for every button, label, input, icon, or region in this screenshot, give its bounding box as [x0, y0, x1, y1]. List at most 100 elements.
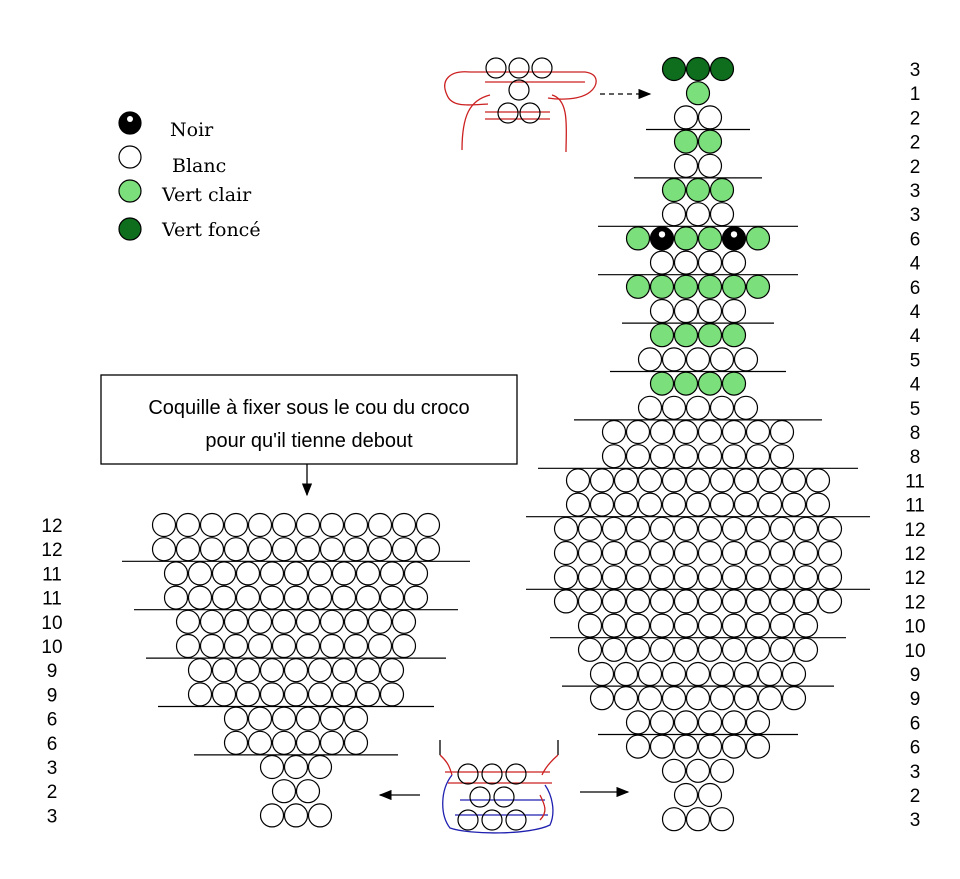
row-count-label: 6	[47, 710, 58, 731]
bead-blanc	[673, 565, 699, 590]
bead-vert-clair	[721, 274, 747, 299]
croco-row	[553, 540, 843, 566]
row-count-label: 9	[910, 665, 921, 686]
bead-blanc	[721, 565, 747, 590]
bead-blanc	[745, 710, 771, 735]
row-count-label: 12	[904, 568, 925, 589]
legend-label-blanc: Blanc	[172, 155, 226, 177]
bead-blanc	[817, 565, 843, 590]
row-count-label: 6	[910, 278, 921, 299]
bead-blanc	[709, 347, 735, 372]
bead-blanc	[805, 492, 831, 517]
shell-row	[259, 754, 333, 780]
bead-blanc	[649, 565, 675, 590]
bead-blanc	[781, 468, 807, 493]
bead-blanc	[319, 706, 345, 731]
legend-item-vert-fonce: Vert foncé	[118, 217, 261, 241]
row-count-label: 3	[910, 810, 921, 831]
bead-blanc	[649, 250, 675, 275]
bead-blanc	[391, 512, 417, 538]
note-line-1: Coquille à fixer sous le cou du croco	[148, 397, 469, 419]
bead-blanc	[769, 589, 795, 614]
bead-blanc	[697, 153, 723, 178]
row-count-label: 2	[910, 157, 921, 178]
bead-vert-fonce	[685, 56, 711, 82]
bead-blanc	[721, 444, 747, 469]
bead-blanc	[577, 637, 603, 662]
bead-blanc	[625, 637, 651, 662]
bead-blanc	[649, 516, 675, 541]
bead-blanc	[721, 298, 747, 324]
bead-blanc	[769, 540, 795, 566]
bead-blanc	[247, 730, 273, 755]
bead-blanc	[271, 512, 297, 538]
bead-blanc	[697, 540, 723, 566]
bead-blanc	[355, 658, 381, 683]
row-count-label: 10	[904, 617, 925, 638]
bead-vert-clair	[673, 323, 699, 348]
bead-blanc	[331, 561, 357, 586]
bead-blanc	[331, 585, 357, 610]
bead-blanc	[295, 730, 321, 755]
bead-blanc	[709, 661, 735, 687]
row-count-label: 2	[910, 133, 921, 154]
bead-blanc	[709, 468, 735, 493]
bead-blanc	[553, 565, 579, 590]
bead-vert-clair	[649, 371, 675, 396]
bead-blanc	[163, 585, 189, 610]
bead-blanc	[721, 589, 747, 614]
bead-blanc	[697, 105, 723, 130]
row-count-label: 4	[910, 326, 921, 347]
bead-blanc	[601, 419, 627, 445]
row-count-label: 1	[910, 84, 921, 105]
bead-vert-fonce	[661, 56, 687, 82]
bead-blanc	[367, 633, 393, 659]
shell-row	[151, 537, 441, 562]
croco-row	[625, 734, 771, 759]
bead-vert-clair	[745, 226, 771, 251]
bead-blanc	[295, 633, 321, 659]
bead-blanc	[343, 537, 369, 562]
bead-blanc	[733, 468, 759, 493]
legend-label-vert-fonce: Vert foncé	[161, 219, 261, 241]
bead-blanc	[553, 589, 579, 614]
bead-blanc	[295, 537, 321, 562]
bead-blanc	[175, 512, 201, 538]
bead-blanc	[601, 589, 627, 614]
bead-blanc	[817, 516, 843, 541]
bead-blanc	[199, 609, 225, 634]
bead-blanc	[259, 658, 285, 683]
bead-blanc	[601, 613, 627, 638]
bead-blanc	[649, 710, 675, 735]
bead-blanc	[601, 565, 627, 590]
bead-blanc	[673, 250, 699, 275]
bead-blanc	[649, 540, 675, 566]
bead-blanc	[151, 537, 177, 562]
bead-blanc	[637, 468, 663, 493]
row-count-label: 8	[910, 423, 921, 444]
bead-blanc	[769, 565, 795, 590]
bead-blanc	[379, 585, 405, 610]
bead-blanc	[403, 561, 429, 586]
bead-eye-highlight	[730, 231, 738, 238]
row-count-label: 9	[910, 689, 921, 710]
bead-blanc	[613, 492, 639, 517]
bead-blanc	[685, 661, 711, 687]
bead-blanc	[733, 492, 759, 517]
bead-blanc	[553, 540, 579, 566]
bead-blanc	[601, 637, 627, 662]
bead-blanc	[577, 589, 603, 614]
croco-row	[637, 347, 759, 372]
bead-blanc	[649, 298, 675, 324]
bead-blanc	[577, 613, 603, 638]
bead-blanc	[769, 637, 795, 662]
bead-blanc	[709, 807, 735, 832]
bead-blanc	[319, 512, 345, 538]
bead-blanc	[673, 419, 699, 445]
legend-label-noir: Noir	[170, 119, 214, 141]
row-count-label: 3	[910, 762, 921, 783]
bead-blanc	[601, 444, 627, 469]
bead-blanc	[781, 492, 807, 517]
bead-blanc	[307, 561, 333, 586]
bead-blanc	[283, 682, 309, 707]
